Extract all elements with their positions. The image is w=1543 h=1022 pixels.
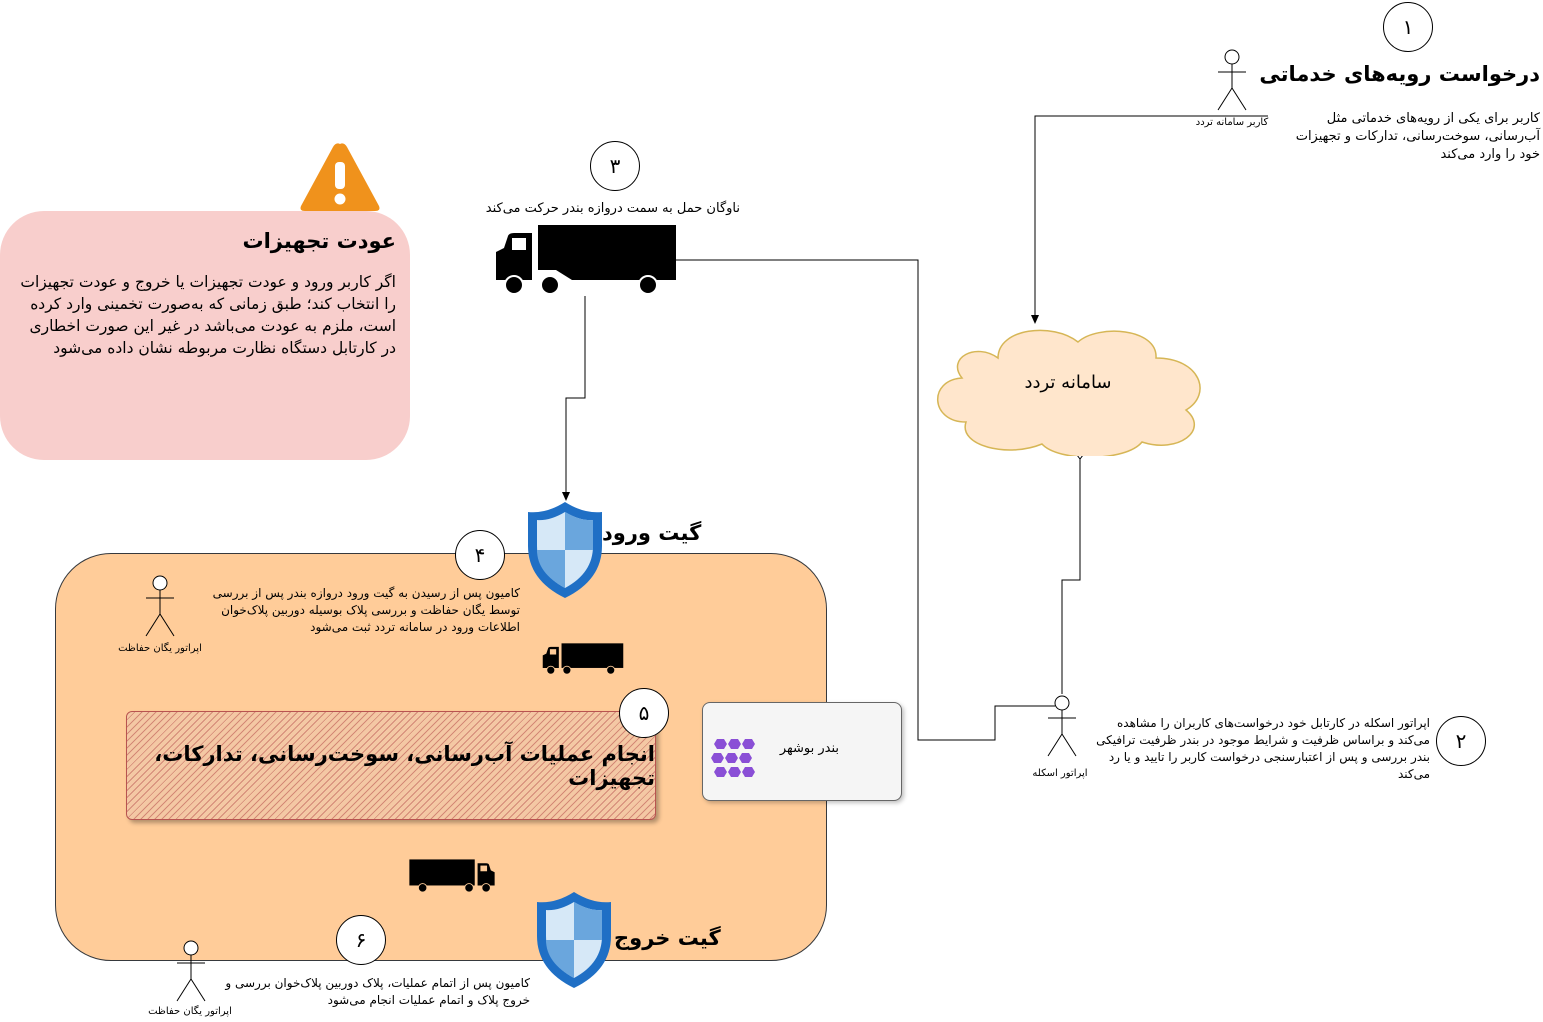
entry-gate-label: گیت ورود bbox=[602, 521, 702, 545]
step-2-actor-label: اپراتور اسکله bbox=[1032, 768, 1088, 779]
connector-user-cloud bbox=[1031, 115, 1268, 324]
step-4-actor-label: اپراتور یگان حفاظت bbox=[118, 643, 202, 654]
stick-figure-icon bbox=[1047, 695, 1077, 757]
connector-operator-cloud bbox=[1061, 450, 1084, 694]
alert-title: عودت تجهیزات bbox=[242, 229, 396, 253]
step-3-desc: ناوگان حمل به سمت دروازه بندر حرکت می‌کن… bbox=[485, 201, 740, 216]
port-card: بندر بوشهر bbox=[702, 702, 902, 801]
step-1-title: درخواست رویه‌های خدماتی bbox=[1259, 62, 1540, 86]
step-2-desc: اپراتور اسکله در کارتابل خود درخواست‌های… bbox=[1096, 716, 1430, 781]
truck-icon bbox=[496, 225, 676, 295]
stick-figure-icon bbox=[145, 575, 175, 637]
truck-icon bbox=[409, 859, 495, 893]
shield-icon bbox=[528, 502, 602, 598]
stick-figure-icon bbox=[176, 940, 206, 1002]
shield-icon bbox=[537, 892, 611, 988]
step-4-badge: ۴ bbox=[455, 530, 505, 580]
cloud-label: سامانه تردد bbox=[1024, 372, 1112, 393]
connector-truck-operator bbox=[676, 259, 1055, 741]
operations-box: انجام عملیات آب‌رسانی، سوخت‌رسانی، تدارک… bbox=[126, 711, 656, 820]
truck-icon bbox=[542, 643, 624, 675]
alert-body: اگر کاربر ورود و عودت تجهیزات یا خروج و … bbox=[20, 273, 396, 357]
stick-figure-icon bbox=[1217, 49, 1247, 111]
kubernetes-icon bbox=[711, 739, 755, 777]
step-6-actor-label: اپراتور یگان حفاظت bbox=[148, 1006, 232, 1017]
step-1-desc: کاربر برای یکی از رویه‌های خدماتی مثل آب… bbox=[1295, 111, 1540, 162]
step-2-badge: ۲ bbox=[1436, 716, 1486, 766]
step-3-badge: ۳ bbox=[590, 141, 640, 191]
step-1-actor-label: کاربر سامانه تردد bbox=[1195, 117, 1269, 128]
step-1-badge: ۱ bbox=[1383, 2, 1433, 52]
port-card-label: بندر بوشهر bbox=[779, 741, 839, 756]
step-6-badge: ۶ bbox=[336, 915, 386, 965]
exit-gate-label: گیت خروج bbox=[614, 926, 721, 950]
step-5-badge: ۵ bbox=[619, 688, 669, 738]
cloud-icon bbox=[937, 329, 1201, 456]
connector-truck-gate bbox=[562, 296, 586, 501]
step-4-desc: کامیون پس از رسیدن به گیت ورود دروازه بن… bbox=[212, 586, 520, 634]
warning-icon bbox=[300, 143, 380, 211]
alert-box: عودت تجهیزات اگر کاربر ورود و عودت تجهیز… bbox=[0, 211, 410, 460]
step-6-desc: کامیون پس از اتمام عملیات، پلاک دوربین پ… bbox=[225, 976, 530, 1007]
operations-label: انجام عملیات آب‌رسانی، سوخت‌رسانی، تدارک… bbox=[154, 741, 655, 790]
